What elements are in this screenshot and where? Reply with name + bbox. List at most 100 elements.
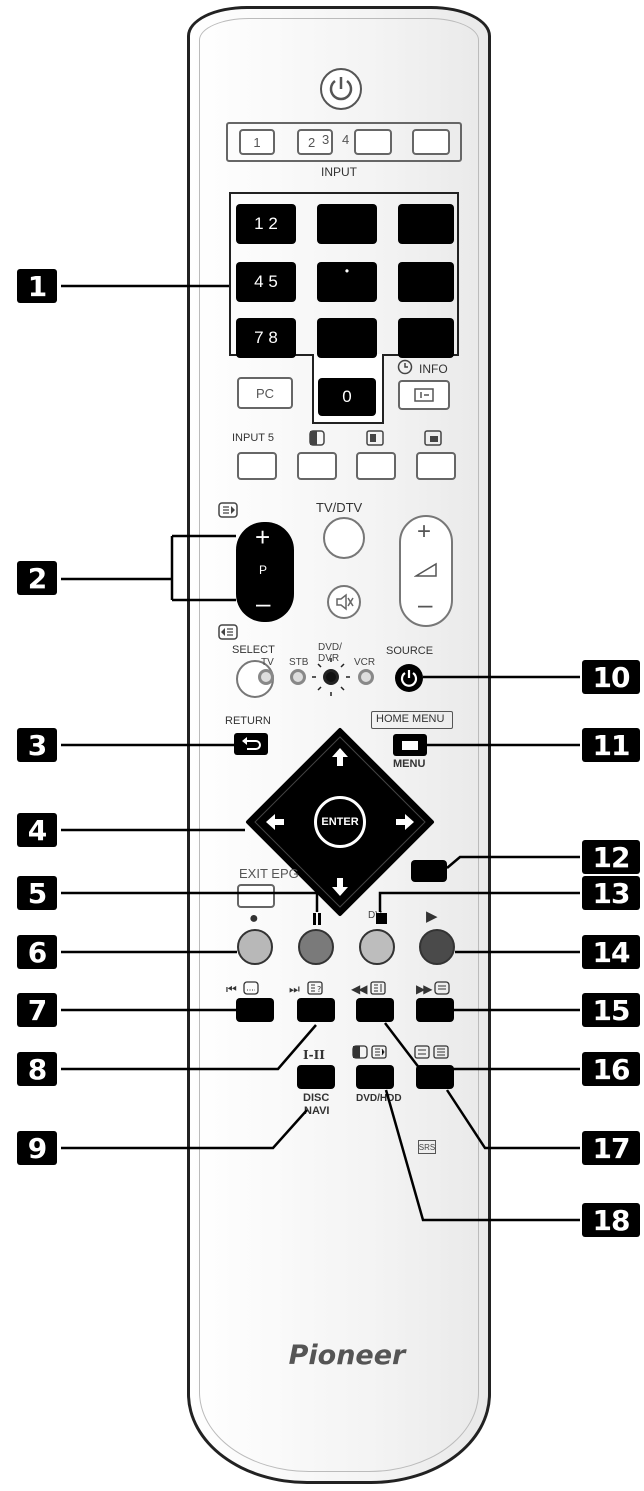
mute-button[interactable] [327,585,361,619]
dvd-hdd-button[interactable] [356,1065,394,1089]
numpad-6[interactable]: • [317,262,377,302]
button-12[interactable] [411,860,447,882]
dvd-hdd-label: DVD/HDD [356,1093,402,1104]
fast-forward-button[interactable] [416,998,454,1022]
numpad-label-1: 1 [254,214,264,233]
numpad-label-5: 5 [268,272,278,291]
menu-button[interactable] [393,734,427,756]
input-2-button[interactable]: 2 [297,129,333,155]
return-label: RETURN [225,715,271,727]
disc-navi-button[interactable] [297,1065,335,1089]
tv-dtv-button[interactable] [323,517,365,559]
numpad-blank-1[interactable] [398,204,454,244]
select-label: SELECT [232,644,275,656]
callout-8: 8 [17,1052,57,1086]
mode-tv-led [258,669,274,685]
mode-vcr-label: VCR [354,657,376,668]
audio-label: I-II [303,1048,325,1062]
source-power-button[interactable] [395,664,423,692]
skip-forward-button[interactable] [297,998,335,1022]
channel-rocker[interactable] [236,522,294,622]
home-menu-label: HOME MENU [376,713,445,725]
input-4-button[interactable] [354,129,392,155]
pc-button[interactable]: PC [237,377,293,409]
skip-back-button[interactable] [236,998,274,1022]
play-symbol: ▶ [426,908,438,925]
input-3-label: 3 [322,132,330,147]
callout-7: 7 [17,993,57,1027]
return-icon [242,737,261,750]
dpad-left[interactable] [260,807,290,837]
callout-2: 2 [17,561,57,595]
numpad-label-8: 8 [268,328,278,347]
stop-button[interactable] [359,929,395,965]
button-17[interactable] [416,1065,454,1089]
reveal-icon: ? [307,981,323,995]
input-5-button[interactable] [412,129,450,155]
input-2-label: 2 [308,134,316,150]
input5-label: INPUT 5 [232,432,274,444]
numpad-7-8[interactable]: 7 8 [236,318,296,358]
input-group [226,122,462,162]
pause-button[interactable] [298,929,334,965]
stop-symbol [376,913,387,924]
numpad-9[interactable] [317,318,377,358]
callout-17: 17 [582,1131,640,1165]
numpad-0[interactable]: 0 [318,378,376,416]
freeze-button[interactable] [356,452,396,480]
brand-logo: Pioneer [288,1340,406,1371]
mode-dvd-glow-icon [312,658,350,696]
mode-stb-led [290,669,306,685]
callout-4: 4 [17,813,57,847]
play-button[interactable] [419,929,455,965]
power-button[interactable] [320,68,362,110]
source-power-icon [400,670,418,687]
info-button[interactable] [398,380,450,410]
mode-tv-label: TV [261,657,274,668]
rewind-button[interactable] [356,998,394,1022]
menu-label: MENU [393,758,426,770]
channel-plus: + [255,522,271,552]
input5-button[interactable] [237,452,277,480]
tv-dtv-label: TV/DTV [316,500,363,515]
callout-11: 11 [582,728,640,762]
record-button[interactable] [237,929,273,965]
sleep-icon [433,1045,449,1059]
mode-dvd-label: DVD/DVR [318,642,342,664]
index-icon [434,981,450,995]
enter-button[interactable]: ENTER [314,796,366,848]
numpad-1-2[interactable]: 1 2 [236,204,296,244]
dpad-down[interactable] [325,872,355,902]
numpad-3[interactable] [317,204,377,244]
rewind-symbol: ◀◀ [351,982,368,996]
split-screen-button[interactable] [297,452,337,480]
numpad-label-2: 2 [268,214,278,233]
navi-label: NAVI [304,1105,330,1117]
numpad-4-5[interactable]: 4 5 [236,262,296,302]
info-icon [414,388,434,402]
input-1-button[interactable]: 1 [239,129,275,155]
enter-label: ENTER [321,816,359,828]
mode-dvd-line2: DVR [318,653,340,664]
clock-icon [397,359,413,375]
av-selection-icon [414,1045,430,1059]
exit-button[interactable] [237,884,275,908]
dpad-right[interactable] [390,807,420,837]
info-label: INFO [419,362,448,376]
input-label: INPUT [321,165,357,179]
fast-forward-symbol: ▶▶ [416,982,433,996]
volume-rocker[interactable] [399,515,453,627]
arrow-left-icon [266,814,284,830]
numpad-blank-3[interactable] [398,318,454,358]
screen-size-button[interactable] [416,452,456,480]
screen-size-icon [424,430,442,446]
volume-plus: + [417,518,432,545]
numpad-blank-2[interactable] [398,262,454,302]
numpad-dot: • [344,264,350,278]
callout-13: 13 [582,876,640,910]
dpad-up[interactable] [325,742,355,772]
return-button[interactable] [234,733,268,755]
callout-15: 15 [582,993,640,1027]
arrow-up-icon [332,748,348,766]
teletext-down-icon [218,624,238,640]
